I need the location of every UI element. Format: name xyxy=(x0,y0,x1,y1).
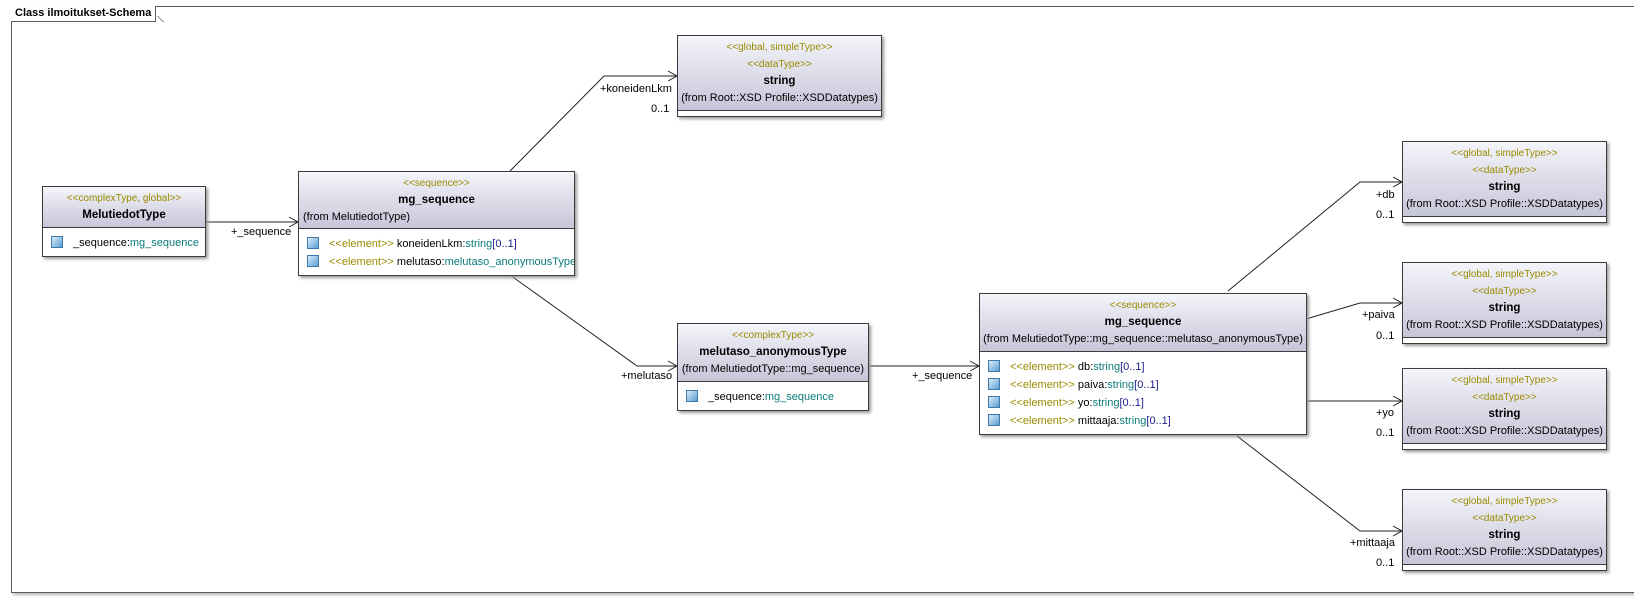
class-string-koneidenLkm[interactable]: <<global, simpleType>> <<dataType>> stri… xyxy=(677,35,882,117)
class-string-yo[interactable]: <<global, simpleType>> <<dataType>> stri… xyxy=(1402,368,1607,450)
mult-mittaaja: 0..1 xyxy=(1376,557,1395,569)
class-element[interactable]: <<element>> yo:string[0..1] xyxy=(980,394,1306,412)
class-compartment xyxy=(1403,217,1606,222)
mult-db: 0..1 xyxy=(1376,209,1395,221)
mult-yo: 0..1 xyxy=(1376,427,1395,439)
class-attribute[interactable]: _sequence:mg_sequence xyxy=(678,388,868,406)
class-stereotype: <<sequence>> xyxy=(1109,300,1177,311)
assoc-db xyxy=(1227,181,1402,292)
class-name: string xyxy=(763,75,796,87)
element-icon xyxy=(307,255,319,268)
class-origin: (from Root::XSD Profile::XSDDatatypes) xyxy=(1406,319,1603,331)
class-attribute[interactable]: _sequence:mg_sequence xyxy=(43,234,205,252)
class-compartment xyxy=(1403,565,1606,570)
label-db: +db xyxy=(1376,189,1395,201)
class-element[interactable]: <<element>> koneidenLkm:string[0..1] xyxy=(299,235,574,253)
assoc-koneidenLkm xyxy=(509,75,677,172)
class-stereotype: <<sequence>> xyxy=(403,178,470,189)
label-sequence-1: +_sequence xyxy=(231,226,292,238)
class-element[interactable]: <<element>> melutaso:melutaso_anonymousT… xyxy=(299,253,574,271)
mult-paiva: 0..1 xyxy=(1376,330,1395,342)
class-stereotype: <<dataType>> xyxy=(1472,286,1537,297)
class-stereotype: <<dataType>> xyxy=(1472,165,1537,176)
class-name: string xyxy=(1488,529,1521,541)
class-stereotype: <<global, simpleType>> xyxy=(1451,375,1558,386)
class-name: mg_sequence xyxy=(1104,316,1182,328)
class-stereotype: <<global, simpleType>> xyxy=(1451,269,1558,280)
class-mg-sequence-1[interactable]: <<sequence>> mg_sequence (from Melutiedo… xyxy=(298,171,575,276)
class-stereotype: <<dataType>> xyxy=(747,59,812,70)
class-origin: (from Root::XSD Profile::XSDDatatypes) xyxy=(681,92,878,104)
class-melutaso-anonymous-type[interactable]: <<complexType>> melutaso_anonymousType (… xyxy=(677,323,869,411)
element-icon xyxy=(988,378,1000,391)
label-yo: +yo xyxy=(1376,407,1395,419)
class-stereotype: <<complexType>> xyxy=(731,330,815,341)
element-icon xyxy=(988,396,1000,409)
class-compartment xyxy=(1403,444,1606,449)
class-origin: (from Root::XSD Profile::XSDDatatypes) xyxy=(1406,425,1603,437)
class-origin: (from MelutiedotType::mg_sequence) xyxy=(681,363,865,375)
mult-koneidenLkm: 0..1 xyxy=(651,103,670,115)
class-name: mg_sequence xyxy=(398,194,475,206)
class-name: string xyxy=(1488,408,1521,420)
class-origin: (from Root::XSD Profile::XSDDatatypes) xyxy=(1406,198,1603,210)
assoc-paiva xyxy=(1305,302,1402,320)
class-name: melutaso_anonymousType xyxy=(699,346,847,358)
element-icon xyxy=(988,360,1000,373)
label-melutaso: +melutaso xyxy=(621,370,673,382)
class-stereotype: <<dataType>> xyxy=(1472,392,1537,403)
class-string-db[interactable]: <<global, simpleType>> <<dataType>> stri… xyxy=(1402,141,1607,223)
element-icon xyxy=(988,414,1000,427)
label-koneidenLkm: +koneidenLkm xyxy=(600,83,672,95)
class-element[interactable]: <<element>> db:string[0..1] xyxy=(980,358,1306,376)
label-mittaaja: +mittaaja xyxy=(1350,537,1395,549)
attribute-icon xyxy=(686,390,698,403)
label-sequence-2: +_sequence xyxy=(912,370,973,382)
class-stereotype: <<global, simpleType>> xyxy=(1451,496,1558,507)
class-compartment xyxy=(678,111,881,116)
class-stereotype: <<global, simpleType>> xyxy=(726,42,833,53)
class-string-mittaaja[interactable]: <<global, simpleType>> <<dataType>> stri… xyxy=(1402,489,1607,571)
attribute-icon xyxy=(51,236,63,249)
class-origin: (from MelutiedotType::mg_sequence::melut… xyxy=(983,333,1303,345)
assoc-mittaaja xyxy=(1236,435,1402,532)
class-melutiedot-type[interactable]: <<complexType, global>> MelutiedotType _… xyxy=(42,186,206,257)
class-mg-sequence-2[interactable]: <<sequence>> mg_sequence (from Melutiedo… xyxy=(979,293,1307,435)
assoc-melutaso xyxy=(509,274,677,367)
class-name: string xyxy=(1488,181,1521,193)
class-name: string xyxy=(1488,302,1521,314)
class-origin: (from Root::XSD Profile::XSDDatatypes) xyxy=(1406,546,1603,558)
frame-title: Class ilmoitukset-Schema xyxy=(11,6,157,22)
class-stereotype: <<global, simpleType>> xyxy=(1451,148,1558,159)
class-stereotype: <<complexType, global>> xyxy=(66,193,182,204)
element-icon xyxy=(307,237,319,250)
class-string-paiva[interactable]: <<global, simpleType>> <<dataType>> stri… xyxy=(1402,262,1607,344)
class-compartment xyxy=(1403,338,1606,343)
class-origin: (from MelutiedotType) xyxy=(303,211,410,223)
label-paiva: +paiva xyxy=(1362,309,1395,321)
class-stereotype: <<dataType>> xyxy=(1472,513,1537,524)
class-element[interactable]: <<element>> mittaaja:string[0..1] xyxy=(980,412,1306,430)
class-name: MelutiedotType xyxy=(82,209,166,221)
class-element[interactable]: <<element>> paiva:string[0..1] xyxy=(980,376,1306,394)
